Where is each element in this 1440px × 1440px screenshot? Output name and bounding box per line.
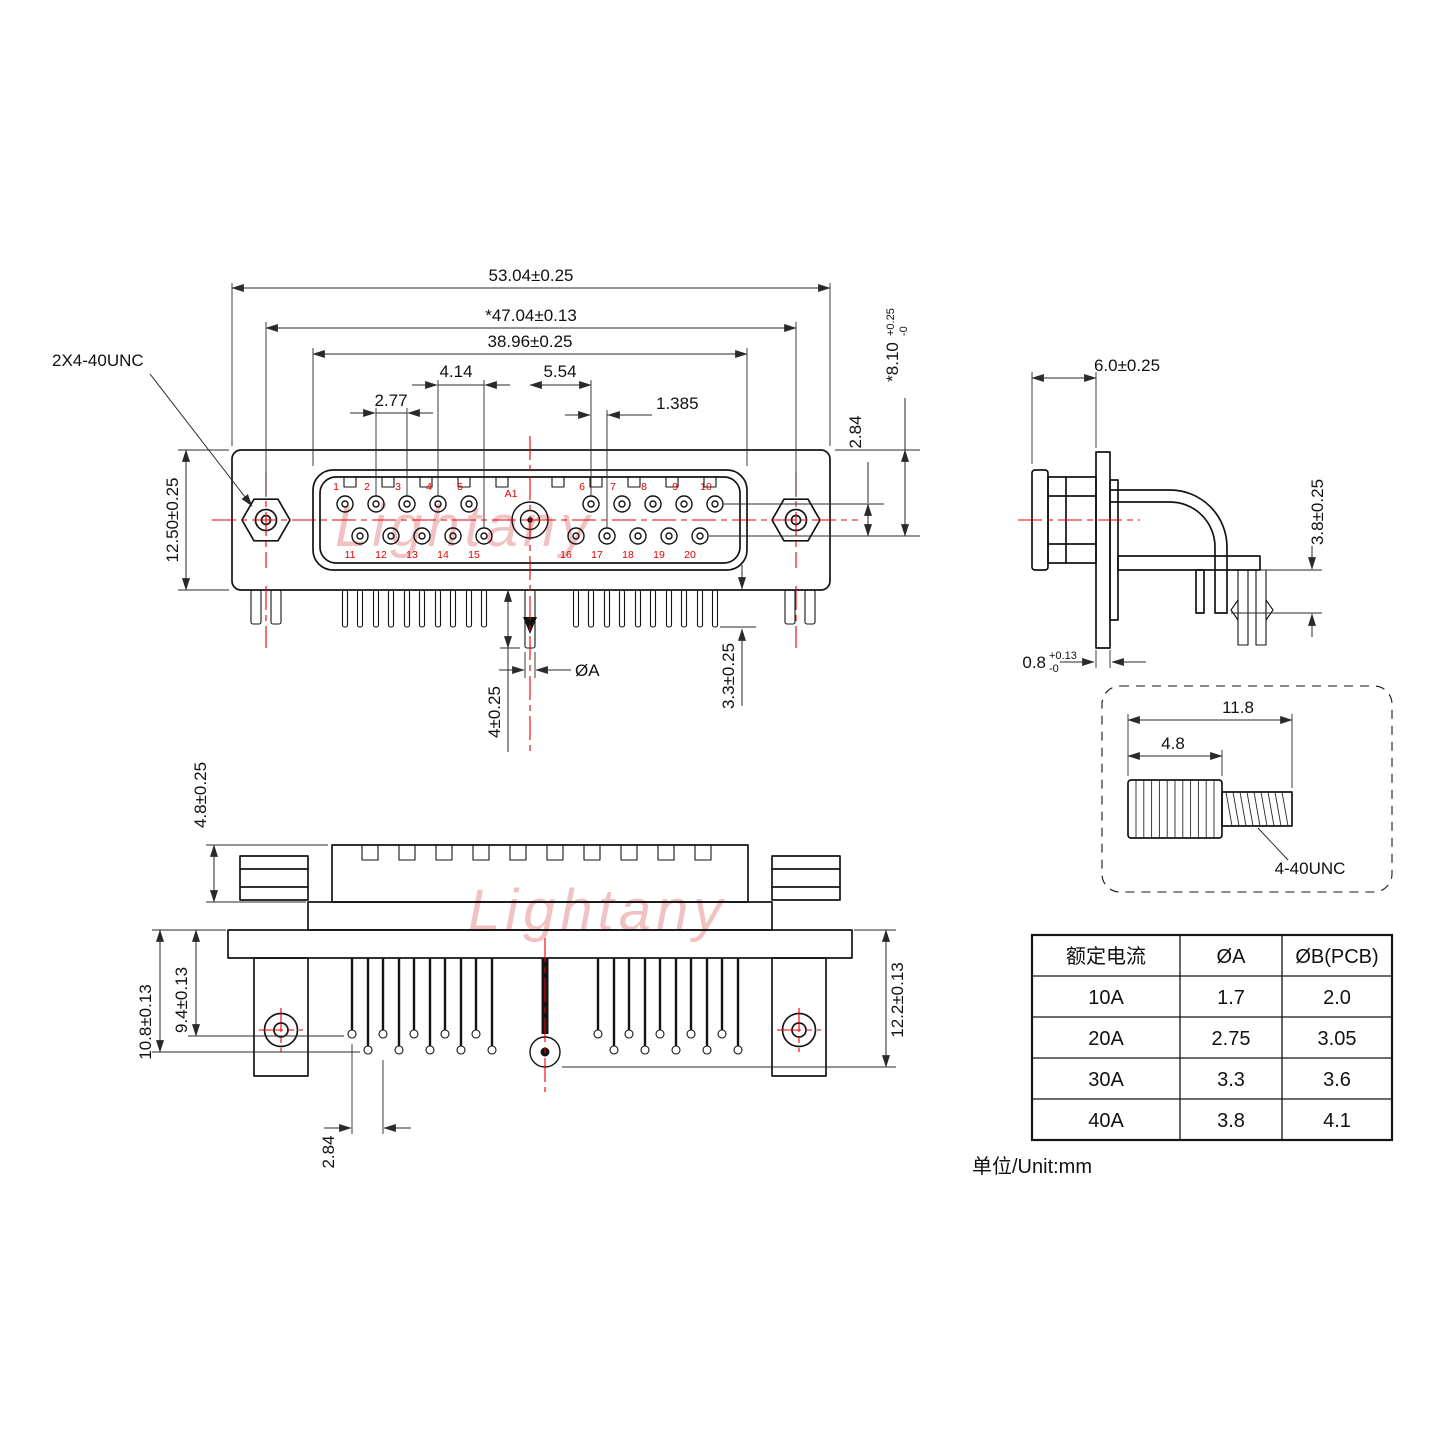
screw-threads [1225,791,1289,827]
front-solder-tails [341,589,719,628]
cell-current: 20A [1088,1028,1124,1050]
pin-label: 13 [406,549,418,561]
dim-total-height: 12.2±0.13 [888,962,907,1038]
dim-row-pitch: 2.84 [319,1135,338,1168]
pin-label: 14 [437,549,449,561]
cell-current: 30A [1088,1069,1124,1091]
cell-phiB: 3.05 [1318,1028,1357,1050]
pin-label: 6 [579,481,585,493]
screw-shaft [1221,791,1293,827]
pin-label: 1 [333,481,339,493]
table-row: 30A 3.3 3.6 [1088,1069,1351,1091]
unit-note: 单位/Unit:mm [972,1155,1092,1178]
dim-hole-row-sup: +0.25 [885,308,897,336]
table-row: 40A 3.8 4.1 [1088,1110,1351,1132]
pin-label: 18 [622,549,634,561]
screw-knurling [1135,780,1215,838]
dim-long-pin: 10.8±0.13 [136,984,155,1060]
cell-phiA: 3.8 [1217,1110,1245,1132]
dim-row-offset: 2.84 [846,415,865,448]
dim-pin-protrusion: 3.8±0.25 [1308,479,1327,545]
pin-label: 4 [426,481,432,493]
dim-pcb-slot-sub: -0 [1049,663,1059,675]
screw-thread-callout: 4-40UNC [1275,859,1346,878]
bottom-centerlines [259,938,821,1092]
front-view: 1 2 3 4 5 6 7 8 9 10 11 12 13 14 15 16 1… [52,266,920,756]
bottom-view: 4.8±0.25 10.8±0.13 9.4±0.13 2.84 12.2±0.… [136,762,907,1169]
pin-label: 11 [345,549,356,561]
pin-label: 9 [672,481,678,493]
bottom-pins [347,958,743,1055]
table-header-phiB: ØB(PCB) [1295,946,1378,968]
dim-pitch-4-14: 4.14 [439,362,472,381]
watermark-front: Lightany [335,494,594,559]
pin-label: 8 [641,481,647,493]
dim-shell-width: 38.96±0.25 [488,332,573,351]
dim-short-pin: 9.4±0.13 [172,967,191,1033]
bottom-dimensions: 4.8±0.25 10.8±0.13 9.4±0.13 2.84 12.2±0.… [136,762,907,1169]
pin-label: 7 [610,481,616,493]
side-dimensions: 6.0±0.25 3.8±0.25 0.8 +0.13 -0 [1022,356,1327,675]
pin-label: 16 [560,549,572,561]
table-row: 10A 1.7 2.0 [1088,987,1351,1009]
table-header-current: 额定电流 [1066,945,1146,968]
dim-screw-length: 11.8 [1222,698,1254,717]
cell-phiA: 2.75 [1212,1028,1251,1050]
dim-hole-row: *8.10 [883,342,902,382]
watermark-bottom: Lightany [468,878,727,943]
pin-label: 17 [591,549,603,561]
pin-label: 12 [375,549,387,561]
table-header-phiA: ØA [1217,946,1247,968]
pin-label: 19 [653,549,665,561]
spec-table: 额定电流 ØA ØB(PCB) 10A 1.7 2.0 20A 2.75 3.0… [972,933,1394,1178]
dim-pcb-slot-sup: +0.13 [1049,650,1077,662]
dim-screw-head: 4.8 [1161,734,1185,753]
side-board-lock [1230,569,1274,646]
dim-pitch-5-54: 5.54 [543,362,576,381]
cell-current: 10A [1088,987,1124,1009]
bottom-contact-slots [361,844,712,861]
dim-coax-diameter: ØA [575,661,600,680]
dim-height: 12.50±0.25 [163,478,182,563]
pin-label: 3 [395,481,401,493]
front-board-locks [250,589,816,625]
pin-label: 20 [684,549,696,561]
screw-dimensions: 11.8 4.8 4-40UNC [1127,698,1346,878]
dim-flange-width: *47.04±0.13 [485,306,577,325]
pin-label: 15 [468,549,480,561]
dim-pcb-slot: 0.8 [1022,653,1046,672]
front-pin-labels: 1 2 3 4 5 6 7 8 9 10 11 12 13 14 15 16 1… [333,481,712,561]
dim-coax-tail-length: 4±0.25 [485,686,504,738]
cell-phiB: 2.0 [1323,987,1351,1009]
side-connector-outline [1031,451,1261,649]
cell-phiA: 1.7 [1217,987,1245,1009]
dim-pitch-2-77: 2.77 [374,391,407,410]
table-row: 20A 2.75 3.05 [1088,1028,1356,1050]
dim-overall-width: 53.04±0.25 [489,266,574,285]
dim-tail-length: 3.3±0.25 [719,643,738,709]
pin-label: 2 [364,481,370,493]
cell-phiB: 3.6 [1323,1069,1351,1091]
thread-callout: 2X4-40UNC [52,351,144,370]
side-view: 6.0±0.25 3.8±0.25 0.8 +0.13 -0 [1018,356,1327,675]
pin-label: 10 [700,481,712,493]
thumbscrew-detail: 11.8 4.8 4-40UNC [1101,685,1393,893]
front-dimensions: 53.04±0.25 *47.04±0.13 38.96±0.25 4.14 5… [52,266,920,752]
pin-label-a1: A1 [505,488,518,500]
dim-depth: 6.0±0.25 [1094,356,1160,375]
dim-b810-group: *8.10 +0.25 -0 [883,308,910,382]
front-contact-slots [343,476,717,488]
dim-pitch-1-385: 1.385 [656,394,699,413]
dim-hole-row-sub: -0 [898,326,910,336]
cell-phiB: 4.1 [1323,1110,1351,1132]
cell-current: 40A [1088,1110,1124,1132]
pin-label: 5 [457,481,463,493]
dim-shell-height: 4.8±0.25 [191,762,210,828]
cell-phiA: 3.3 [1217,1069,1245,1091]
